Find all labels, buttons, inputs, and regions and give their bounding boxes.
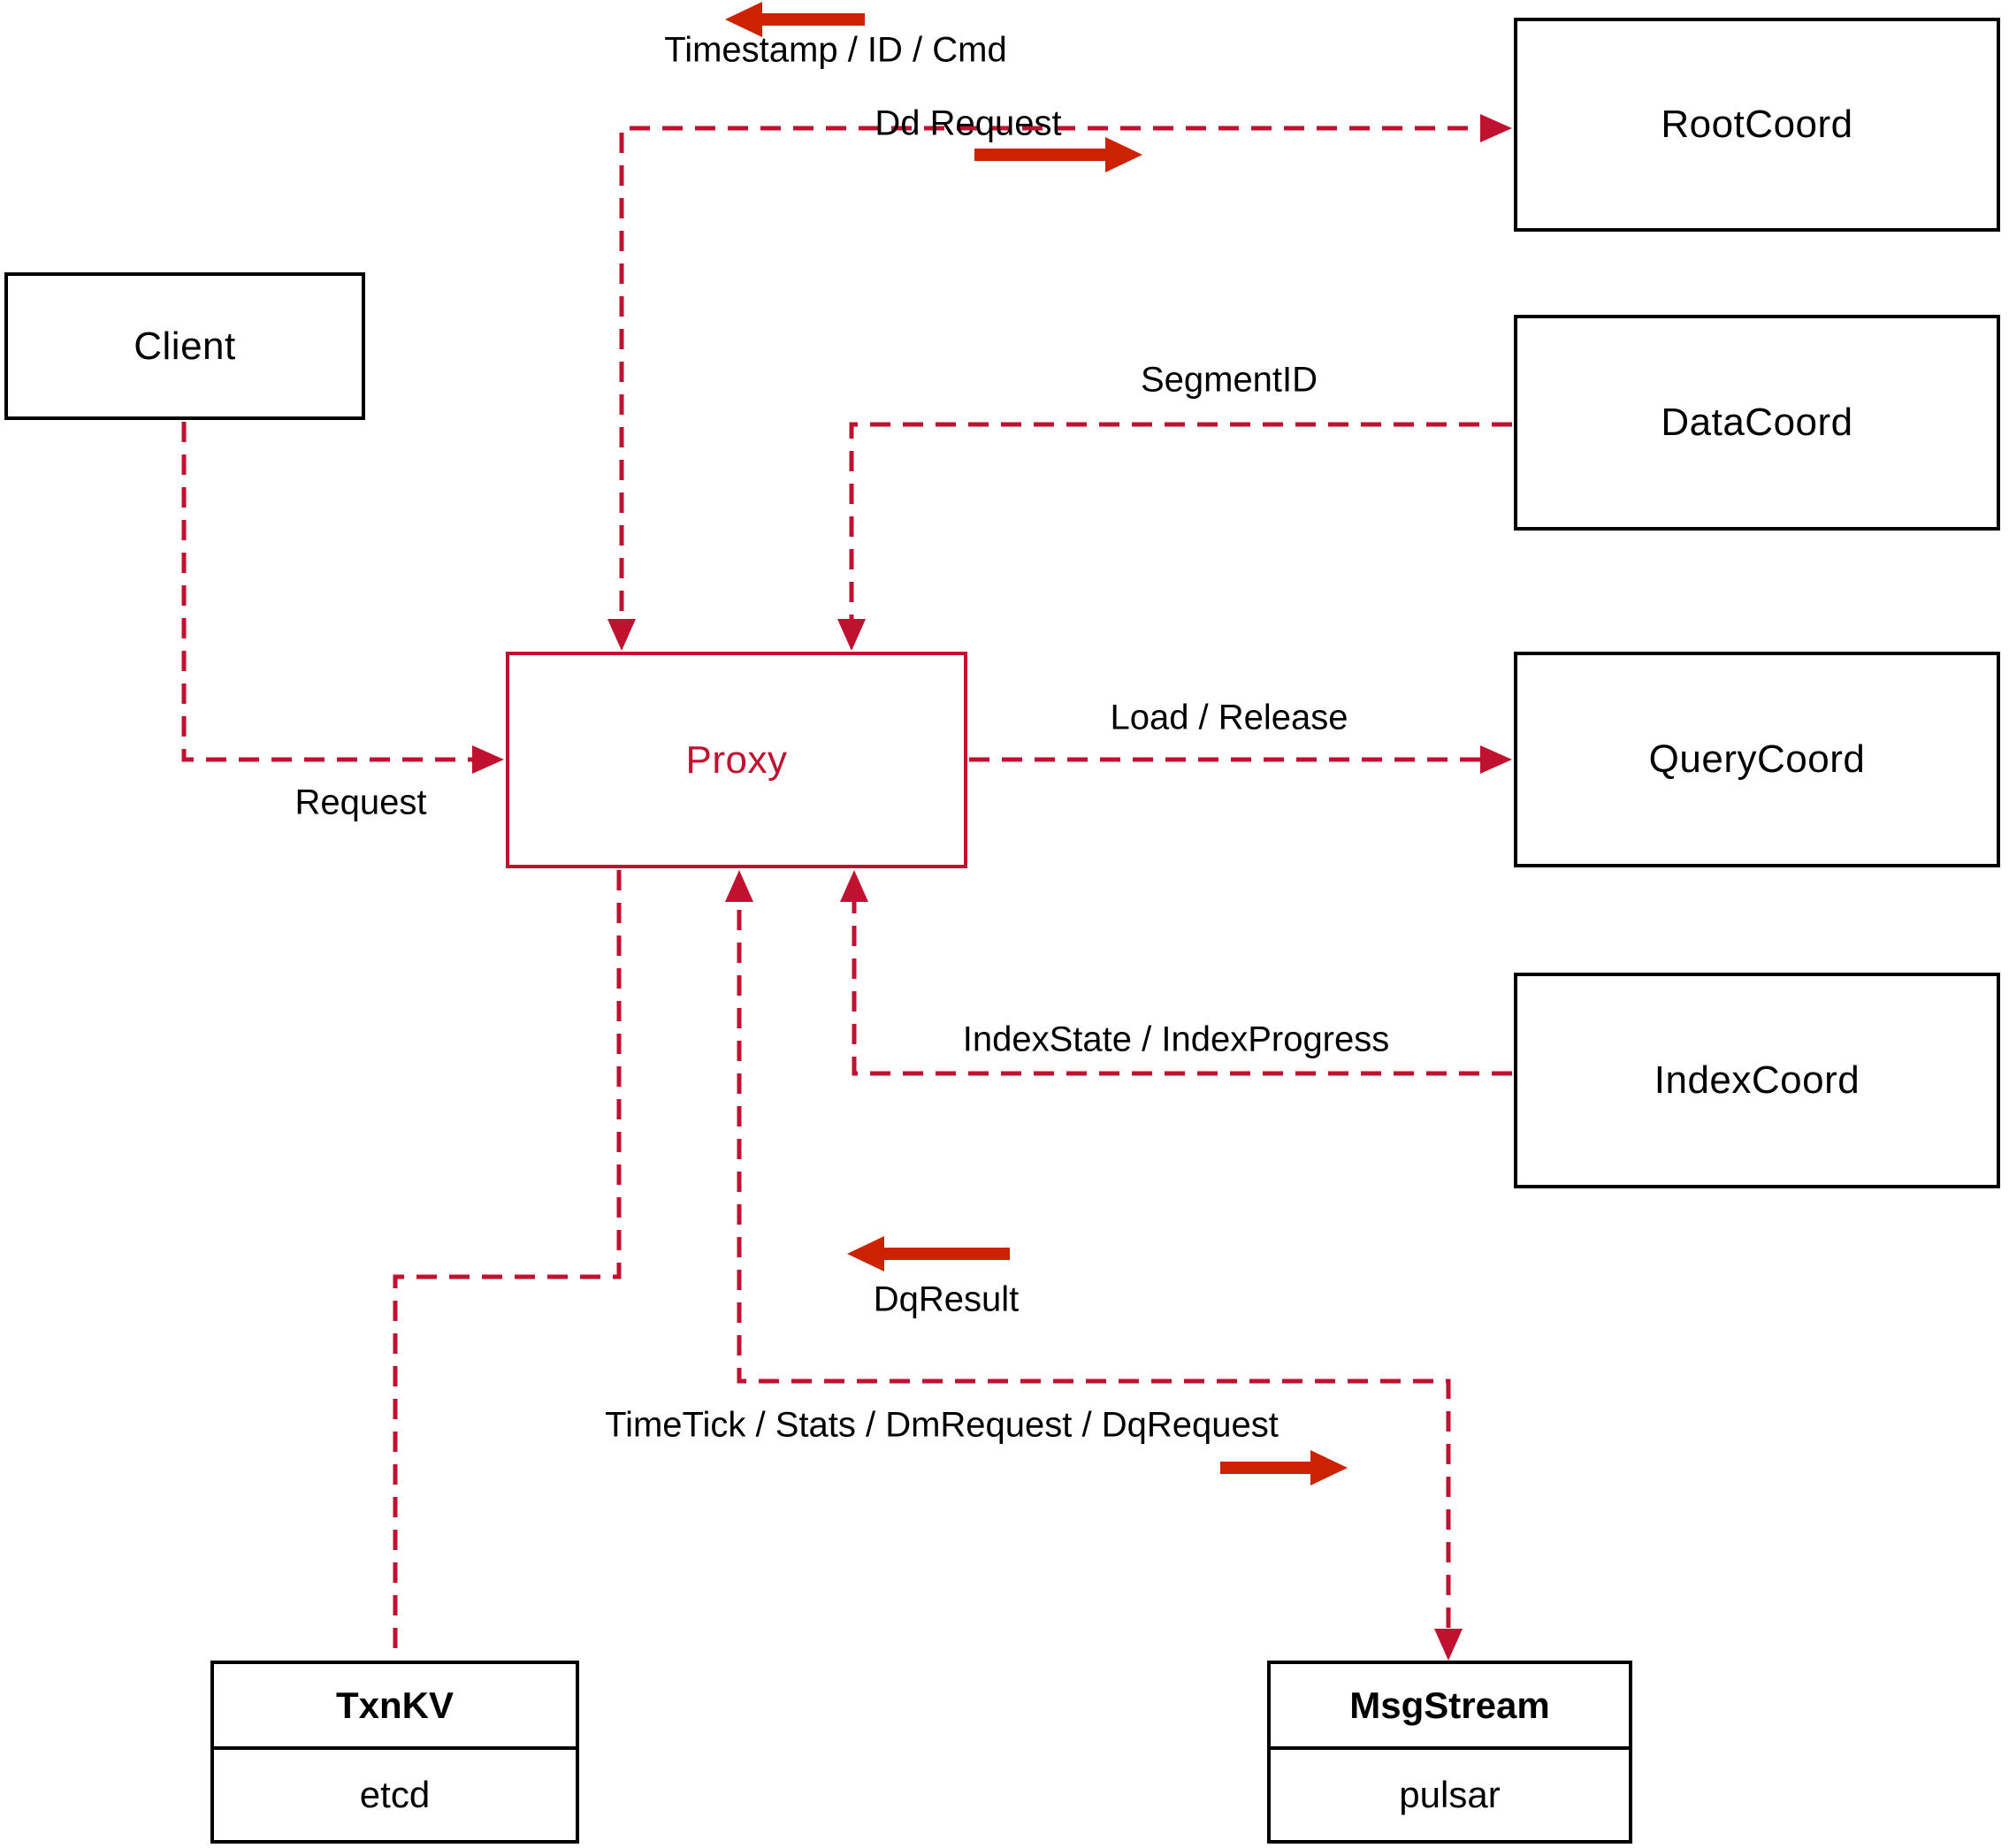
txnkv-impl: etcd — [359, 1774, 431, 1815]
connector-datacoord-proxy — [849, 422, 1512, 644]
edge-label-request: Request — [294, 783, 427, 822]
left-arrow-timestamp — [725, 2, 865, 37]
node-datacoord: DataCoord — [1514, 315, 2000, 531]
connector-proxy-rootcoord — [619, 126, 1503, 644]
msgstream-title: MsgStream — [1271, 1664, 1629, 1750]
edge-label-timestamp-id-cmd: Timestamp / ID / Cmd — [664, 30, 1007, 70]
edge-label-indexstate-indexprogress: IndexState / IndexProgress — [962, 1019, 1390, 1059]
arrowhead-into-proxy-from-rootcoord — [607, 619, 636, 651]
node-txnkv: TxnKV etcd — [210, 1661, 579, 1844]
edge-label-dqresult: DqResult — [873, 1279, 1020, 1319]
node-proxy: Proxy — [506, 652, 967, 868]
arrowhead-into-rootcoord — [1480, 114, 1512, 142]
left-arrow-dqresult — [847, 1236, 1010, 1271]
edge-label-load-release: Load / Release — [1110, 698, 1348, 737]
arrowhead-into-msgstream — [1434, 1629, 1463, 1661]
connector-indexcoord-proxy — [852, 877, 1512, 1076]
connector-proxy-txnkv — [393, 870, 622, 1657]
node-rootcoord: RootCoord — [1514, 18, 2000, 232]
node-client: Client — [4, 272, 365, 420]
node-querycoord: QueryCoord — [1514, 652, 2000, 867]
arrowhead-into-proxy-from-client — [472, 745, 504, 774]
connector-proxy-msgstream — [737, 877, 1451, 1652]
arrowhead-into-proxy-from-indexcoord — [840, 870, 868, 902]
edge-label-dd-request: Dd Request — [875, 103, 1062, 143]
node-indexcoord: IndexCoord — [1514, 973, 2000, 1188]
connector-client-proxy — [181, 422, 497, 762]
edge-label-segmentid: SegmentID — [1140, 360, 1318, 400]
arrowhead-into-proxy-from-msgstream — [725, 870, 753, 902]
node-msgstream: MsgStream pulsar — [1267, 1661, 1632, 1844]
txnkv-title: TxnKV — [214, 1664, 576, 1750]
msgstream-impl: pulsar — [1399, 1774, 1501, 1815]
arrowhead-into-querycoord — [1480, 745, 1512, 774]
edge-label-timetick-stats: TimeTick / Stats / DmRequest / DqRequest — [605, 1405, 1279, 1445]
arrowhead-into-proxy-from-datacoord — [837, 619, 866, 651]
right-arrow-dd-request — [974, 137, 1142, 172]
right-arrow-timetick — [1220, 1450, 1348, 1485]
